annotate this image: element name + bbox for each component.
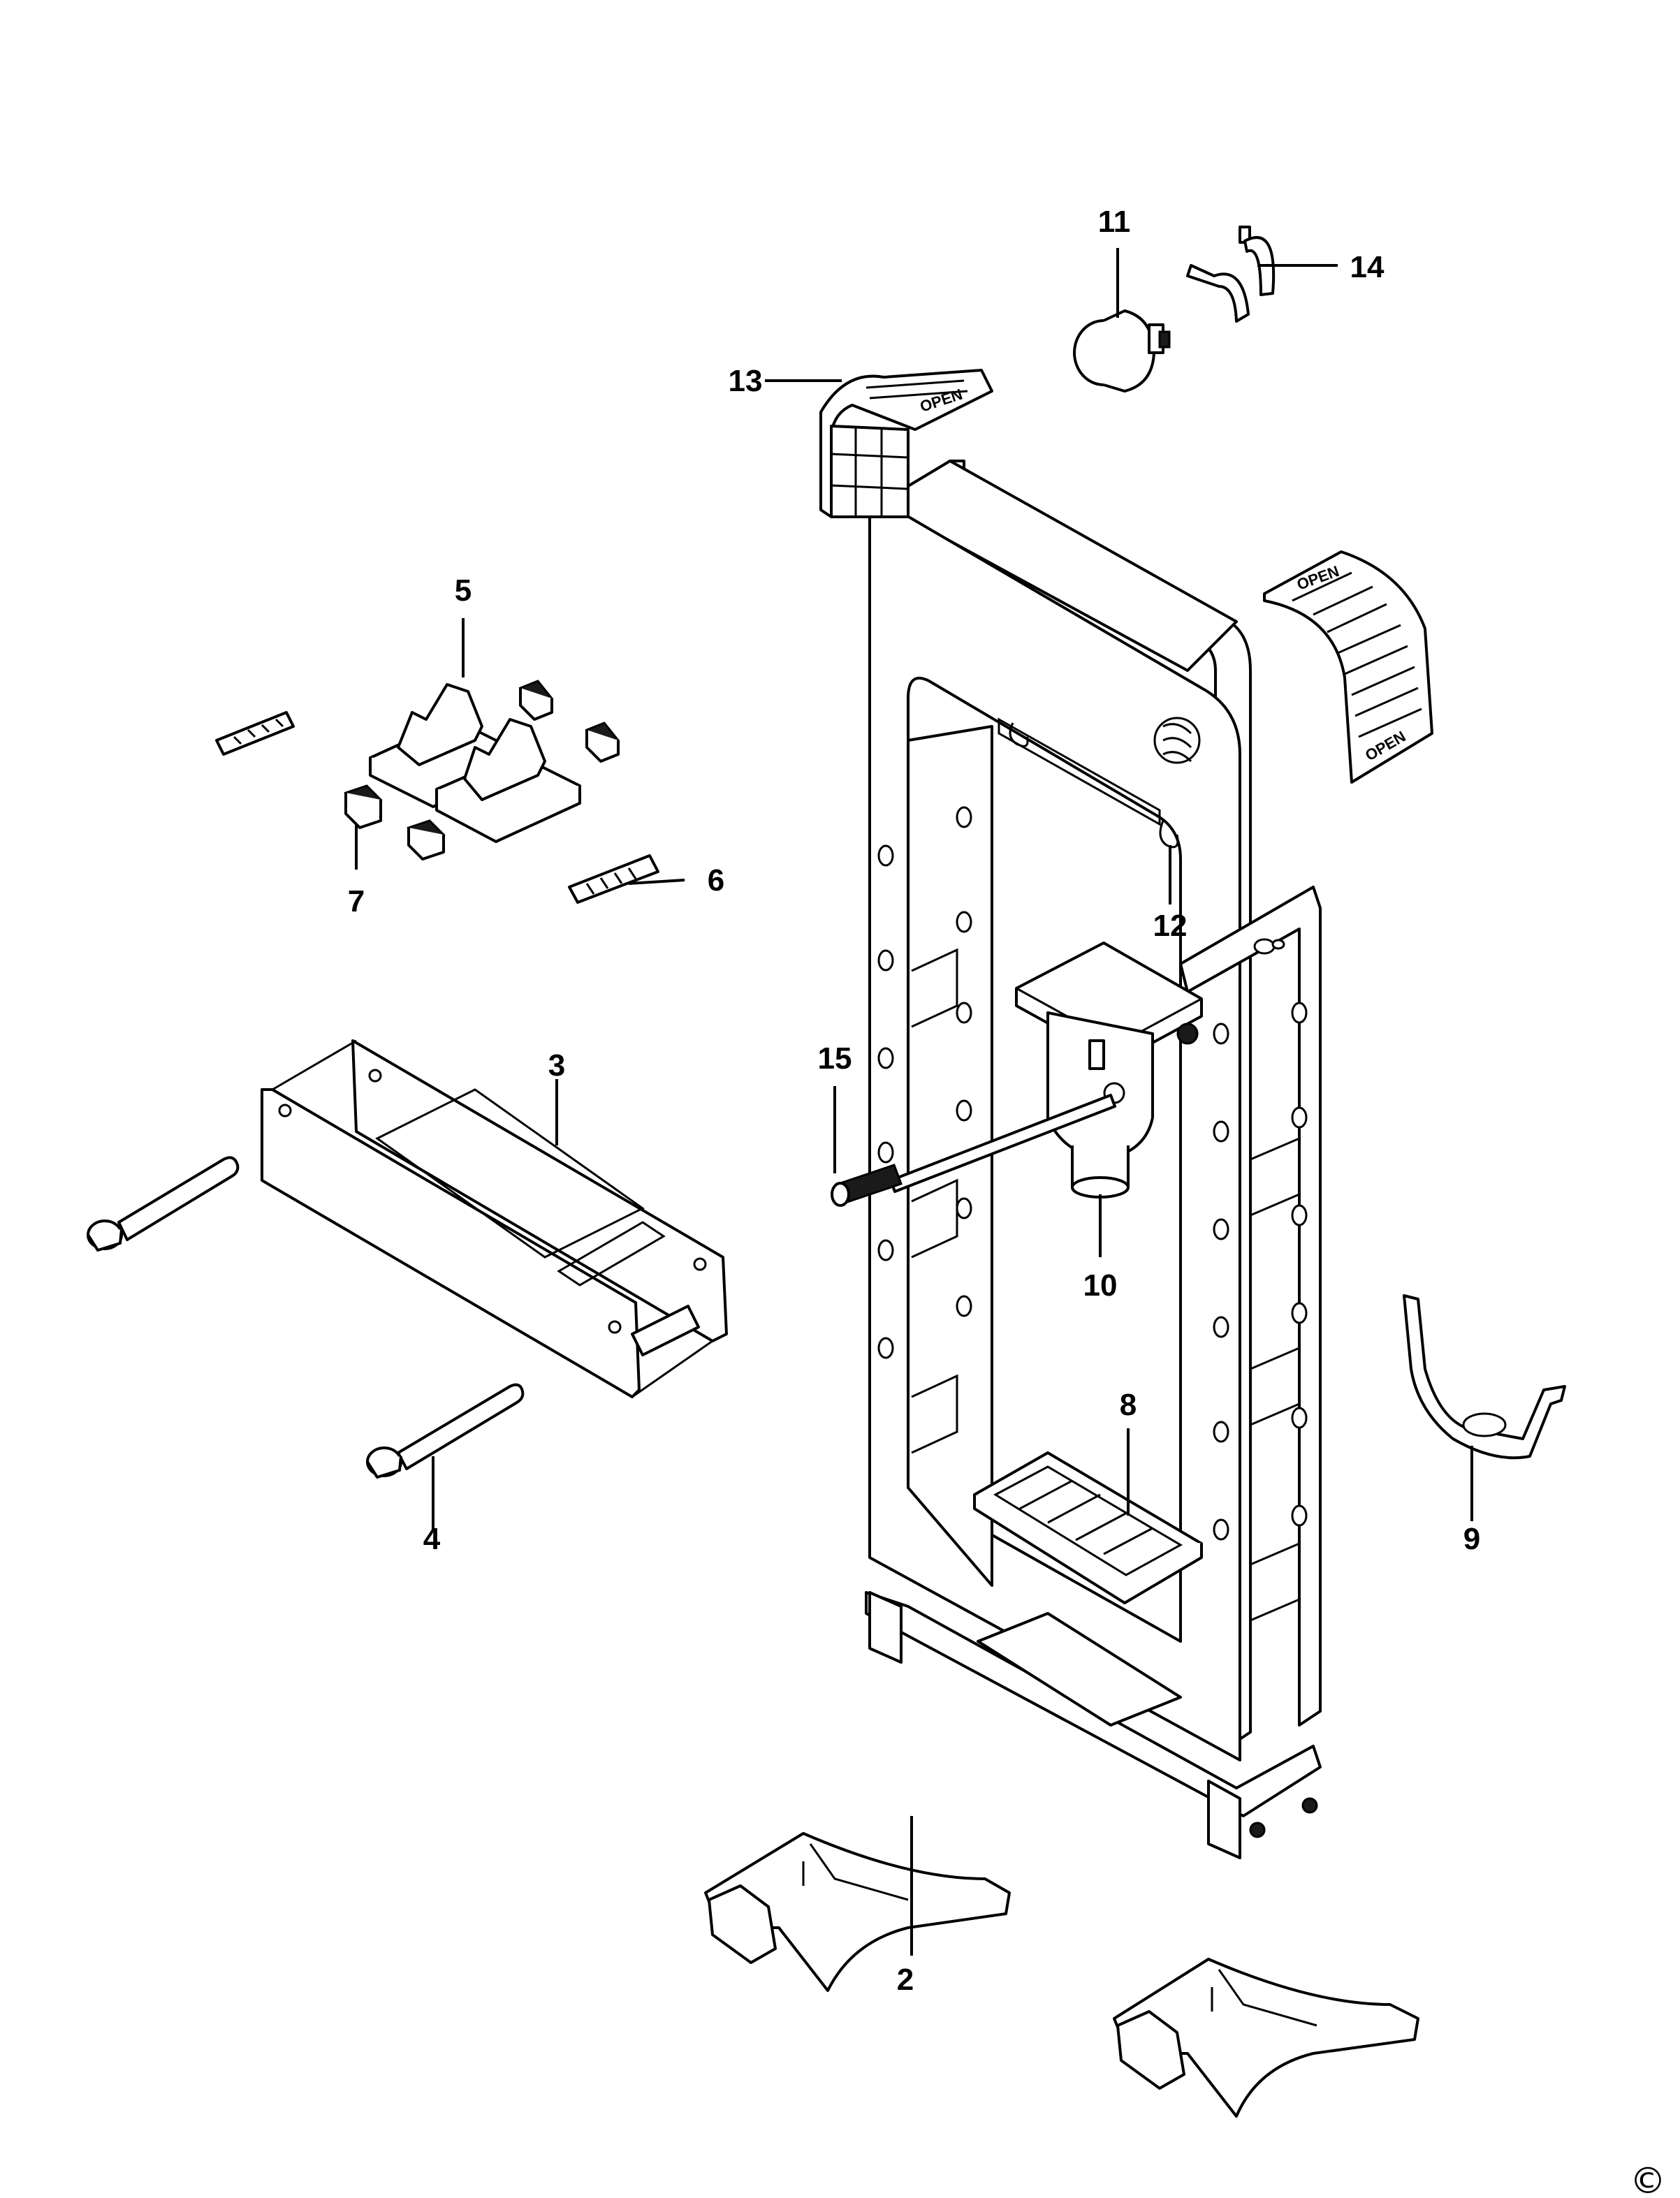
pressure-gauge [1073, 309, 1171, 393]
frame-holes-right [1213, 1002, 1308, 1541]
leader-lines [355, 248, 1473, 1956]
callout-11: 11 [1098, 205, 1131, 239]
callout-15: 15 [818, 1041, 852, 1076]
callout-3: 3 [548, 1048, 565, 1083]
feet [704, 1832, 1419, 2118]
callouts: 2 3 4 5 6 7 8 9 10 11 12 13 14 15 [348, 205, 1480, 1997]
small-blocks [344, 680, 620, 860]
callout-6: 6 [708, 863, 724, 897]
callout-14: 14 [1350, 250, 1385, 284]
spring-hook-part [1009, 722, 1179, 849]
bracket [1403, 1294, 1566, 1460]
pins [215, 711, 659, 904]
pump-handle [831, 1094, 1116, 1207]
frame-holes-left [877, 806, 972, 1359]
callout-8: 8 [1120, 1388, 1137, 1422]
carriage [261, 1039, 728, 1398]
v-blocks [369, 683, 581, 843]
copyright-mark: © [1630, 2160, 1666, 2198]
callout-2: 2 [897, 1963, 914, 1997]
callout-10: 10 [1083, 1268, 1118, 1303]
bolts [87, 1156, 525, 1479]
tray [973, 1451, 1203, 1604]
callout-12: 12 [1153, 909, 1188, 943]
hose [1186, 226, 1276, 323]
callout-4: 4 [423, 1522, 441, 1556]
callout-5: 5 [455, 573, 472, 608]
callout-9: 9 [1463, 1522, 1480, 1556]
guard-right: OPEN OPEN [1263, 550, 1433, 784]
callout-13: 13 [729, 364, 763, 398]
callout-7: 7 [348, 884, 365, 918]
